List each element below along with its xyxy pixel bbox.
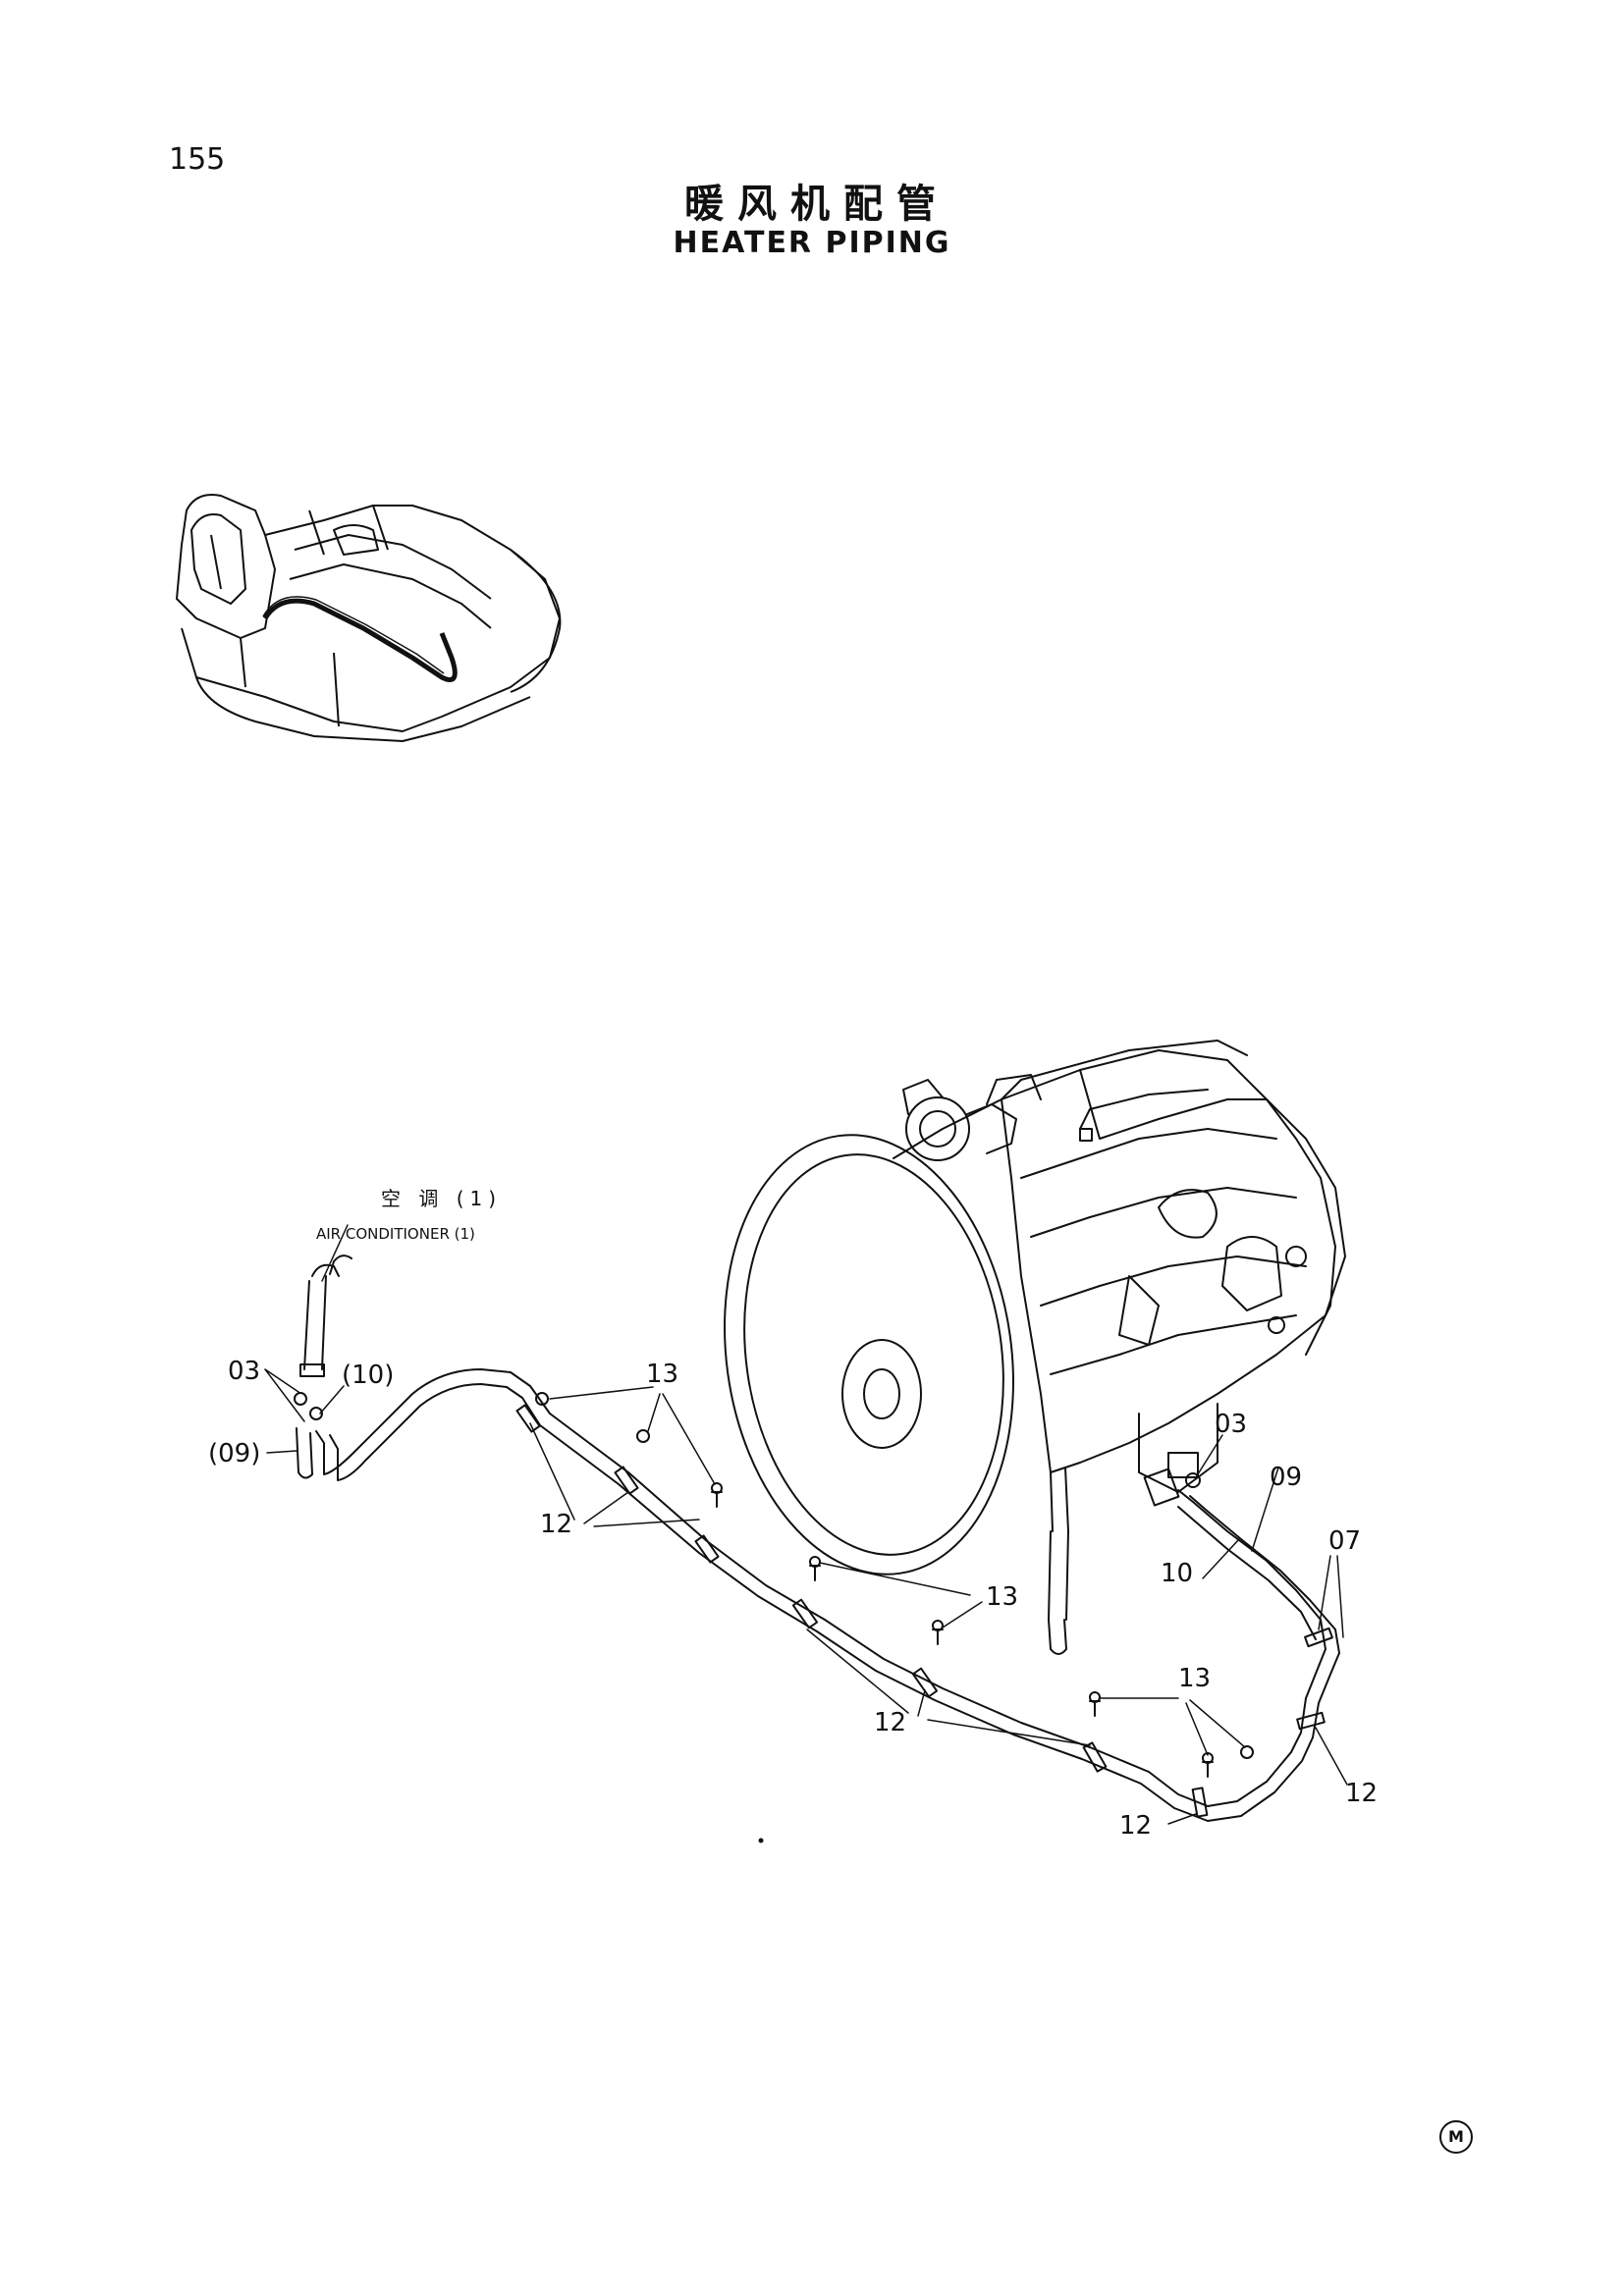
callout-10-paren: (10) xyxy=(342,1361,395,1390)
callout-09-paren: (09) xyxy=(208,1439,261,1468)
callout-03-right: 03 xyxy=(1215,1410,1248,1439)
air-conditioner-label-en: AIR CONDITIONER (1) xyxy=(316,1225,475,1243)
air-conditioner-label-cn: 空 调 (1) xyxy=(381,1187,503,1210)
callout-03-left: 03 xyxy=(228,1357,261,1386)
callout-07-right: 07 xyxy=(1328,1526,1362,1556)
page-number: 155 xyxy=(169,142,226,177)
callout-13-mid: 13 xyxy=(986,1582,1019,1612)
corner-mark: M xyxy=(1439,2120,1473,2154)
callout-12-top: 12 xyxy=(540,1510,573,1539)
callout-12-right: 12 xyxy=(1345,1779,1379,1808)
callout-09-right: 09 xyxy=(1270,1463,1303,1492)
title-chinese: 暖风机配管 xyxy=(684,182,949,227)
callout-13-top: 13 xyxy=(646,1360,679,1389)
flywheel-housing xyxy=(724,1134,1014,1575)
title-english: HEATER PIPING xyxy=(673,226,951,260)
callout-12-mid: 12 xyxy=(874,1708,907,1737)
callout-13-right: 13 xyxy=(1178,1664,1212,1693)
callout-12-bottom: 12 xyxy=(1119,1811,1153,1841)
callout-10-right: 10 xyxy=(1161,1559,1194,1588)
